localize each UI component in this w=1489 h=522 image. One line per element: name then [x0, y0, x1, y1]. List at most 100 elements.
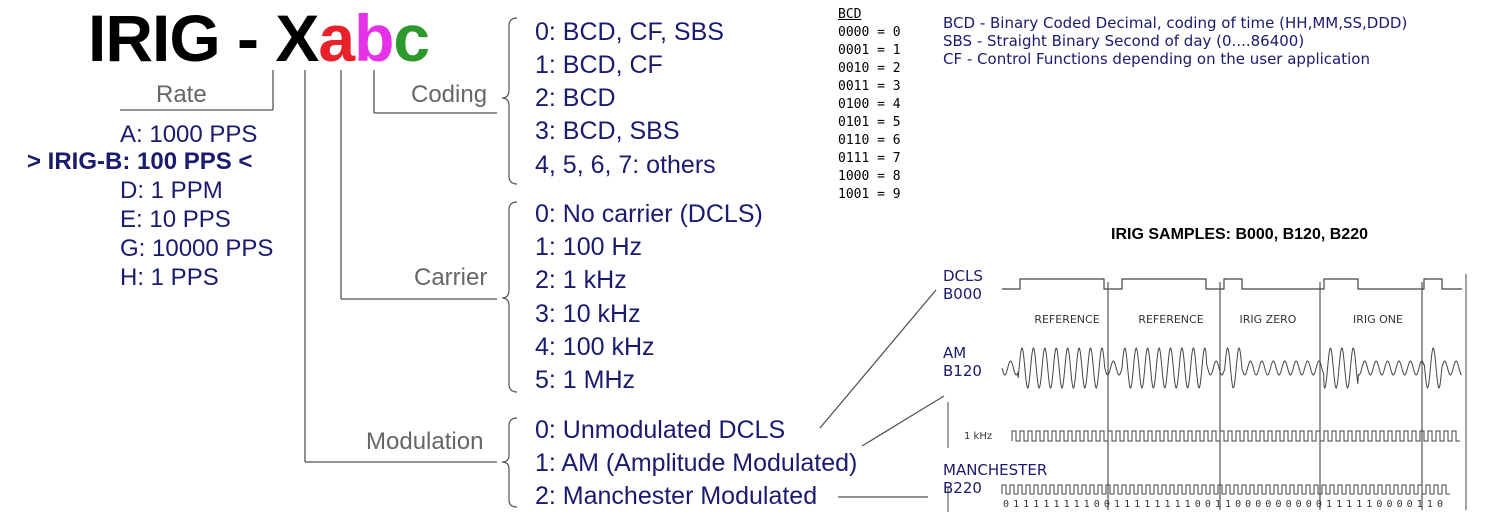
manchester-trace: [1001, 484, 1450, 495]
manchester-bit: 0: [1205, 499, 1211, 510]
bcd-row: 0010 = 2: [838, 61, 901, 76]
manchester-bit: 1: [1074, 499, 1080, 510]
modulation-label: Modulation: [366, 428, 484, 455]
manchester-bit: 0: [1094, 499, 1100, 510]
rate-item: A: 1000 PPS: [120, 121, 258, 148]
title-prefix: IRIG - X: [88, 1, 319, 75]
manchester-bit: 0: [1316, 499, 1322, 510]
manchester-label-line: MANCHESTER: [943, 461, 1048, 479]
bit-label: IRIG ONE: [1353, 313, 1403, 326]
carrier-label: Carrier: [414, 264, 488, 291]
am-label: AM B120: [943, 344, 982, 380]
bcd-row: 0111 = 7: [838, 151, 901, 166]
manchester-bit: 1: [1346, 499, 1352, 510]
page-title: IRIG - Xabc: [88, 0, 430, 76]
bcd-row: 0100 = 4: [838, 97, 901, 112]
manchester-bit: 1: [1417, 499, 1423, 510]
bcd-row: 0101 = 5: [838, 115, 901, 130]
dcls-trace: [1002, 278, 1462, 290]
manchester-bit: 0: [1235, 499, 1241, 510]
bcd-row: 0011 = 3: [838, 79, 901, 94]
manchester-bit: 1: [1215, 499, 1221, 510]
coding-item: 4, 5, 6, 7: others: [535, 151, 716, 179]
coding-item: 3: BCD, SBS: [535, 117, 680, 145]
title-letter-a: a: [318, 1, 355, 75]
manchester-bit: 0: [1286, 499, 1292, 510]
clock-label: 1 kHz: [964, 431, 992, 442]
manchester-bit: 0: [1195, 499, 1201, 510]
manchester-bit: 1: [1023, 499, 1029, 510]
carrier-item: 1: 100 Hz: [535, 233, 643, 261]
manchester-bit: 0: [1407, 499, 1413, 510]
manchester-bit: 1: [1427, 499, 1433, 510]
manchester-bit: 1: [1366, 499, 1372, 510]
manchester-bit: 0: [1245, 499, 1251, 510]
carrier-item: 5: 1 MHz: [535, 366, 636, 394]
manchester-bit: 1: [1356, 499, 1362, 510]
rate-label: Rate: [156, 81, 207, 108]
bit-label: REFERENCE: [1034, 313, 1099, 326]
manchester-bit: 0: [1003, 499, 1009, 510]
bcd-row: 1001 = 9: [838, 187, 901, 202]
dcls-label-code: B000: [943, 285, 982, 303]
rate-item: G: 10000 PPS: [120, 235, 274, 262]
manchester-bit: 0: [1376, 499, 1382, 510]
rate-item: E: 10 PPS: [120, 206, 231, 233]
manchester-bit: 1: [1114, 499, 1120, 510]
coding-item: 1: BCD, CF: [535, 51, 663, 79]
coding-item: 0: BCD, CF, SBS: [535, 18, 724, 46]
modulation-item: 0: Unmodulated DCLS: [535, 416, 786, 444]
manchester-bit: 1: [1225, 499, 1231, 510]
abbreviation-legend: BCD - Binary Coded Decimal, coding of ti…: [943, 14, 1407, 68]
coding-item: 2: BCD: [535, 84, 616, 112]
carrier-item: 0: No carrier (DCLS): [535, 200, 763, 228]
manchester-bit: 0: [1386, 499, 1392, 510]
carrier-item: 3: 10 kHz: [535, 300, 641, 328]
rate-item: H: 1 PPS: [120, 264, 219, 291]
am-trace: [1001, 346, 1462, 390]
am-label-code: B120: [943, 362, 982, 380]
manchester-bit: 1: [1144, 499, 1150, 510]
rate-item-irig-b: > IRIG-B: 100 PPS <: [27, 148, 253, 175]
manchester-bit: 1: [1185, 499, 1191, 510]
manchester-bit: 1: [1124, 499, 1130, 510]
manchester-bit: 1: [1013, 499, 1019, 510]
manchester-label-code: B220: [943, 479, 982, 497]
manchester-bit: 1: [1033, 499, 1039, 510]
manchester-bit: 0: [1306, 499, 1312, 510]
manchester-bit: 0: [1437, 499, 1443, 510]
bcd-row: 0000 = 0: [838, 25, 901, 40]
rate-item: D: 1 PPM: [120, 177, 223, 204]
manchester-bit: 1: [1043, 499, 1049, 510]
samples-title: IRIG SAMPLES: B000, B120, B220: [1111, 226, 1368, 243]
bcd-row: 0001 = 1: [838, 43, 901, 58]
manchester-bit: 1: [1175, 499, 1181, 510]
manchester-bit: 0: [1397, 499, 1403, 510]
manchester-label: MANCHESTER B220: [943, 461, 1047, 497]
title-letter-c: c: [393, 1, 430, 75]
manchester-bit: 0: [1296, 499, 1302, 510]
manchester-bit: 1: [1326, 499, 1332, 510]
manchester-bit: 1: [1336, 499, 1342, 510]
carrier-item: 4: 100 kHz: [535, 333, 655, 361]
manchester-bit: 1: [1084, 499, 1090, 510]
dcls-label: DCLS B000: [943, 267, 983, 303]
modulation-item: 1: AM (Amplitude Modulated): [535, 449, 858, 477]
manchester-bit: 0: [1275, 499, 1281, 510]
carrier-item: 2: 1 kHz: [535, 266, 627, 294]
manchester-bit: 0: [1255, 499, 1261, 510]
bcd-table: BCD 0000 = 0 0001 = 1 0010 = 2 0011 = 3 …: [838, 6, 901, 204]
modulation-item: 2: Manchester Modulated: [535, 482, 818, 510]
clock-trace: [1011, 430, 1460, 442]
bcd-row: 1000 = 8: [838, 169, 901, 184]
manchester-bit: 0: [1104, 499, 1110, 510]
dcls-label-line: DCLS: [943, 267, 983, 285]
bcd-row: 0110 = 6: [838, 133, 901, 148]
title-letter-b: b: [354, 1, 394, 75]
manchester-bit: 1: [1154, 499, 1160, 510]
legend-line-bcd: BCD - Binary Coded Decimal, coding of ti…: [943, 14, 1408, 32]
manchester-bit: 1: [1064, 499, 1070, 510]
